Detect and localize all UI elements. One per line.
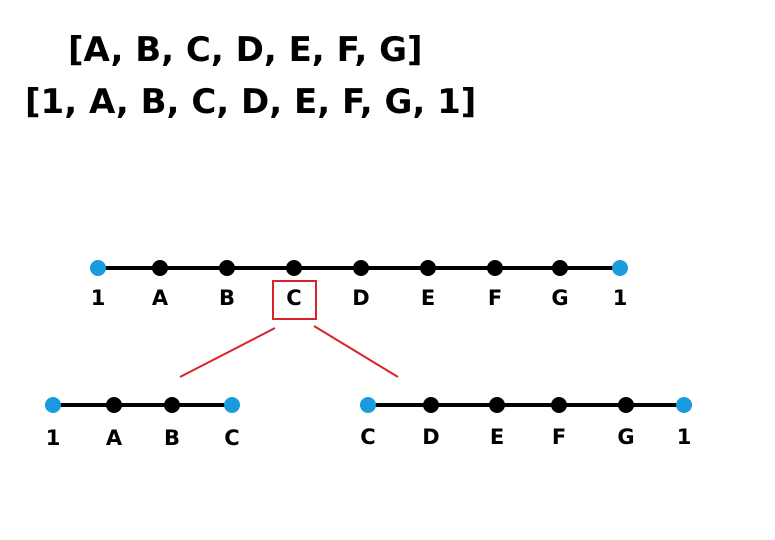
top-node-label-3: C <box>286 286 301 310</box>
original-array-text: [A, B, C, D, E, F, G] <box>68 30 423 70</box>
top-node-5 <box>420 260 436 276</box>
right-node-label-0: C <box>360 425 375 449</box>
top-node-label-0: 1 <box>91 286 106 310</box>
right-node-label-4: G <box>617 425 634 449</box>
top-node-3 <box>286 260 302 276</box>
right-chain: C D E F G 1 <box>360 397 692 449</box>
left-node-1 <box>106 397 122 413</box>
top-node-1 <box>152 260 168 276</box>
top-node-0-boundary <box>90 260 106 276</box>
top-node-label-5: E <box>421 286 435 310</box>
top-node-2 <box>219 260 235 276</box>
top-node-7 <box>552 260 568 276</box>
left-node-0-boundary <box>45 397 61 413</box>
top-node-6 <box>487 260 503 276</box>
top-node-label-8: 1 <box>613 286 628 310</box>
padded-array-text: [1, A, B, C, D, E, F, G, 1] <box>25 82 477 122</box>
right-node-1 <box>423 397 439 413</box>
right-node-label-1: D <box>422 425 439 449</box>
right-node-3 <box>551 397 567 413</box>
left-node-2 <box>164 397 180 413</box>
top-node-label-6: F <box>488 286 502 310</box>
right-node-5-boundary <box>676 397 692 413</box>
right-node-label-2: E <box>490 425 504 449</box>
top-node-label-1: A <box>152 286 169 310</box>
split-line-left <box>179 327 276 378</box>
left-node-label-1: A <box>106 426 123 450</box>
top-node-4 <box>353 260 369 276</box>
right-node-label-3: F <box>552 425 566 449</box>
top-node-8-boundary <box>612 260 628 276</box>
left-node-label-3: C <box>224 426 239 450</box>
left-node-3-boundary <box>224 397 240 413</box>
top-chain: 1 A B C D E F G 1 <box>90 260 628 310</box>
right-node-2 <box>489 397 505 413</box>
top-node-label-7: G <box>551 286 568 310</box>
left-node-label-2: B <box>164 426 180 450</box>
right-node-label-5: 1 <box>677 425 692 449</box>
top-node-label-2: B <box>219 286 235 310</box>
split-line-right <box>313 325 399 378</box>
split-marker <box>179 280 399 378</box>
left-chain: 1 A B C <box>45 397 240 450</box>
highlight-box <box>272 280 317 320</box>
left-node-label-0: 1 <box>46 426 61 450</box>
right-node-4 <box>618 397 634 413</box>
top-node-label-4: D <box>352 286 369 310</box>
right-node-0-boundary <box>360 397 376 413</box>
